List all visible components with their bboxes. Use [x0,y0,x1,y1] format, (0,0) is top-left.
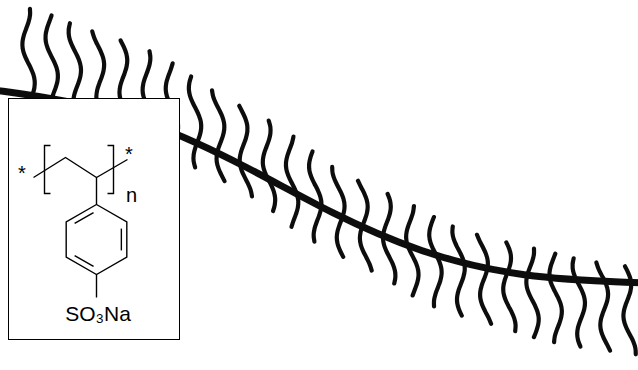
side-chain [22,9,34,101]
side-chain [549,254,561,342]
double-bond [121,229,122,251]
side-chain [189,76,201,167]
bracket [108,146,114,194]
side-chain [429,217,441,306]
side-chain [503,242,515,331]
side-chain [526,249,538,338]
repeat-count: n [126,185,137,205]
side-chain [309,152,321,242]
side-chain [263,121,275,211]
structure-inset: * * nSO₃Na [8,98,180,340]
side-chain [477,235,491,324]
side-chain [452,226,464,315]
sulfonate-bond [96,275,97,298]
side-chain [239,106,252,197]
side-chain [286,137,298,227]
bracket [45,146,51,194]
side-chain [573,258,585,346]
repeat-end-star: * [18,163,26,183]
ring-bond [96,178,97,205]
double-bond [75,213,94,224]
double-bond [75,256,94,267]
side-chain [212,90,225,181]
benzene-ring [66,205,127,275]
substituent-label: SO₃Na [65,303,131,324]
repeat-end-star: * [125,144,133,164]
side-chain [46,15,58,107]
side-chain [596,262,610,350]
